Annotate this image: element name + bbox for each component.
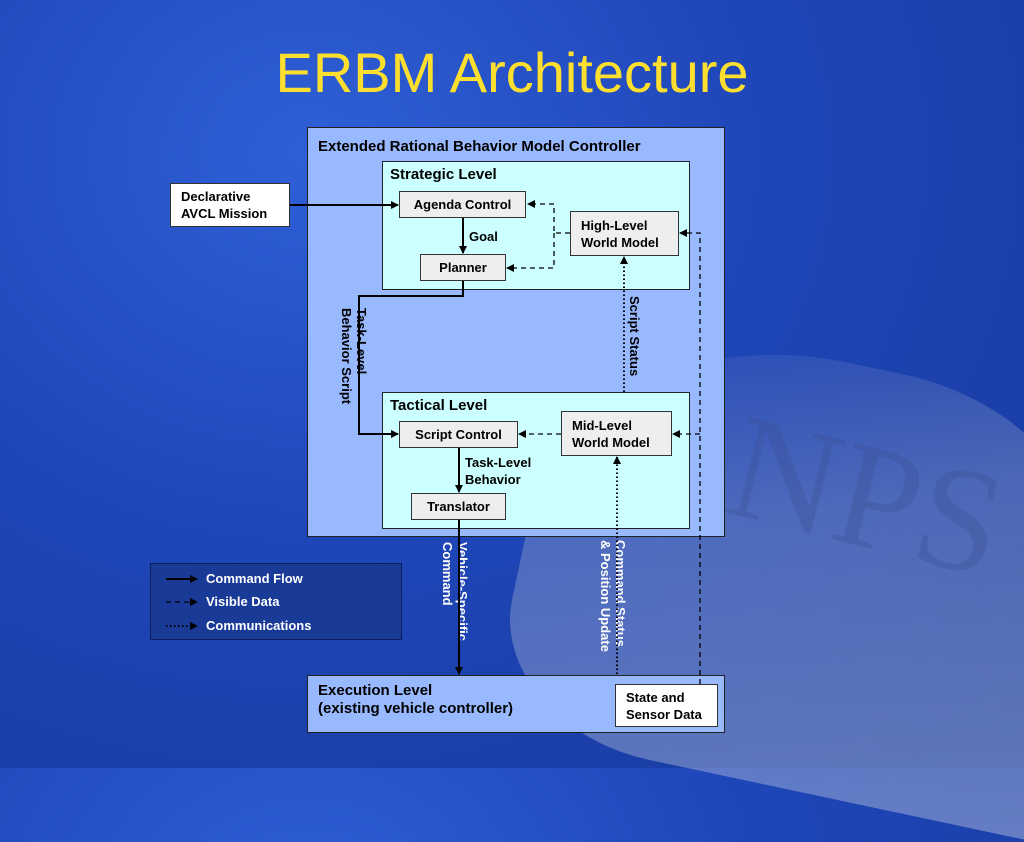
planner-to-script-control-arrow [358,281,464,438]
legend-command-flow: Command Flow [206,571,303,586]
goal-label: Goal [469,229,498,244]
state-sensor-data-box: State and Sensor Data [615,684,718,727]
script-status-label: Script Status [627,296,642,377]
strategic-level-title: Strategic Level [390,166,497,183]
high-level-world-model-box: High-Level World Model [570,211,679,256]
erbm-controller-title: Extended Rational Behavior Model Control… [318,138,641,155]
declarative-mission-box: Declarative AVCL Mission [170,183,290,227]
legend-communications: Communications [206,618,312,633]
task-behavior-line1: Task-Level [465,455,532,470]
mission-line2: AVCL Mission [181,206,268,221]
task-level-behavior-script-label: Task-Level Behavior Script [339,308,369,405]
mission-line1: Declarative [181,189,251,204]
hl-world-model-to-agenda-arrow [527,200,570,234]
hl-world-model-line1: High-Level [581,217,648,233]
execution-level-title: Execution Level (existing vehicle contro… [318,682,513,718]
task-behavior-line2: Behavior [465,472,521,487]
script-control-box: Script Control [399,421,518,448]
connectors-layer [166,200,701,684]
legend-visible-data: Visible Data [206,594,280,609]
state-line2: Sensor Data [626,706,702,722]
tactical-level-title: Tactical Level [390,397,488,414]
hl-world-model-to-planner-arrow [506,233,555,272]
hl-world-model-line2: World Model [581,234,659,250]
slide-title: ERBM Architecture [275,41,749,104]
task-level-behavior-label: Task-Level Behavior [465,454,531,488]
ml-world-model-line1: Mid-Level [572,417,632,433]
execution-line2: (existing vehicle controller) [318,700,514,717]
state-line1: State and [626,689,685,705]
planner-box: Planner [420,254,506,281]
execution-line1: Execution Level [318,682,433,699]
sensor-data-to-hl-world-model-arrow [679,229,701,684]
mid-level-world-model-box: Mid-Level World Model [561,411,672,456]
translator-box: Translator [411,493,506,520]
agenda-control-box: Agenda Control [399,191,526,218]
ml-world-model-line2: World Model [572,434,650,450]
